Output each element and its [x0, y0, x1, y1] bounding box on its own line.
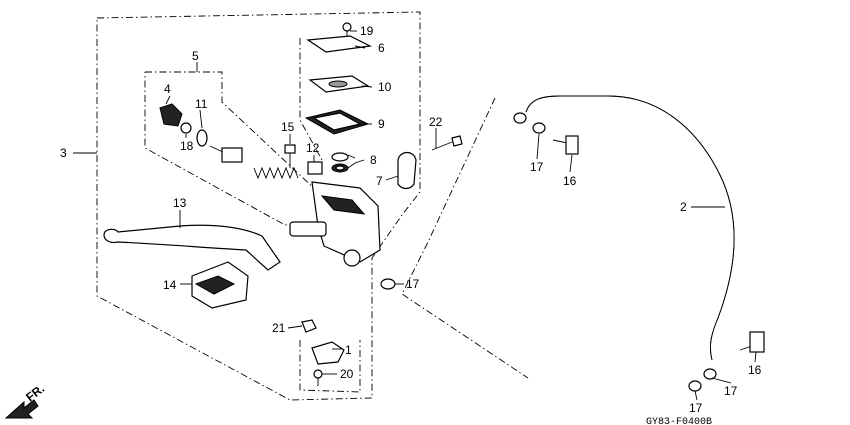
callout-11: 11	[195, 97, 208, 111]
callout-14: 14	[163, 278, 177, 292]
callout-7: 7	[376, 174, 383, 188]
reservoir-boundary	[299, 38, 323, 161]
callout-17-bottom: 17	[689, 401, 703, 415]
callout-22: 22	[429, 115, 443, 129]
callout-16-upper: 16	[563, 174, 577, 188]
assembly-boundary	[96, 11, 421, 401]
snap-ring	[180, 122, 192, 134]
sealing-washer	[688, 380, 702, 392]
callout-16-lower: 16	[748, 363, 762, 377]
piston	[196, 129, 243, 163]
hose-guide-line	[401, 97, 529, 379]
diaphragm	[304, 109, 370, 135]
reservoir-cap	[306, 35, 373, 53]
reservoir-clamp	[397, 151, 417, 190]
front-direction-arrow	[4, 399, 39, 419]
callout-17-upper: 17	[530, 160, 544, 174]
bleeder-bolt	[431, 135, 463, 151]
callout-17-right: 17	[724, 384, 738, 398]
sealing-washer	[513, 112, 527, 124]
pivot-bolt	[284, 144, 296, 168]
brake-lever	[103, 224, 281, 271]
sealing-washer	[380, 278, 396, 290]
callout-18: 18	[180, 139, 194, 153]
callout-8: 8	[370, 153, 377, 167]
callout-15: 15	[281, 120, 295, 134]
callout-20: 20	[340, 367, 354, 381]
lever-bracket	[191, 261, 249, 309]
oil-bolt	[552, 135, 579, 155]
leader-lines	[73, 30, 757, 401]
callout-6: 6	[378, 41, 385, 55]
callout-2: 2	[680, 200, 687, 214]
front-direction-label: FR.	[23, 381, 47, 404]
callout-5: 5	[192, 49, 199, 63]
callout-13: 13	[173, 196, 187, 210]
boot	[159, 103, 183, 127]
diaphragm-plate	[308, 75, 370, 93]
sealing-washer	[703, 368, 717, 380]
pivot-nut	[307, 161, 323, 175]
callout-9: 9	[378, 117, 385, 131]
brake-switch	[311, 341, 345, 365]
oil-bolt	[739, 331, 765, 353]
spring	[253, 166, 299, 180]
switch-boundary	[299, 340, 361, 393]
callout-12: 12	[306, 141, 320, 155]
switch-screw	[313, 369, 323, 386]
brake-hose	[525, 95, 735, 361]
callout-21: 21	[272, 321, 286, 335]
o-rings	[331, 152, 349, 173]
callout-3: 3	[60, 146, 67, 160]
callout-17-middle: 17	[406, 277, 420, 291]
callout-4: 4	[164, 82, 171, 96]
diagram-code: GY83-F0400B	[646, 417, 712, 425]
sealing-washer	[532, 122, 546, 134]
master-cylinder-body	[289, 181, 381, 267]
reservoir-screw	[342, 22, 352, 38]
callout-10: 10	[378, 80, 392, 94]
switch-nut	[301, 319, 317, 333]
callout-19: 19	[360, 24, 374, 38]
callout-1: 1	[345, 343, 352, 357]
